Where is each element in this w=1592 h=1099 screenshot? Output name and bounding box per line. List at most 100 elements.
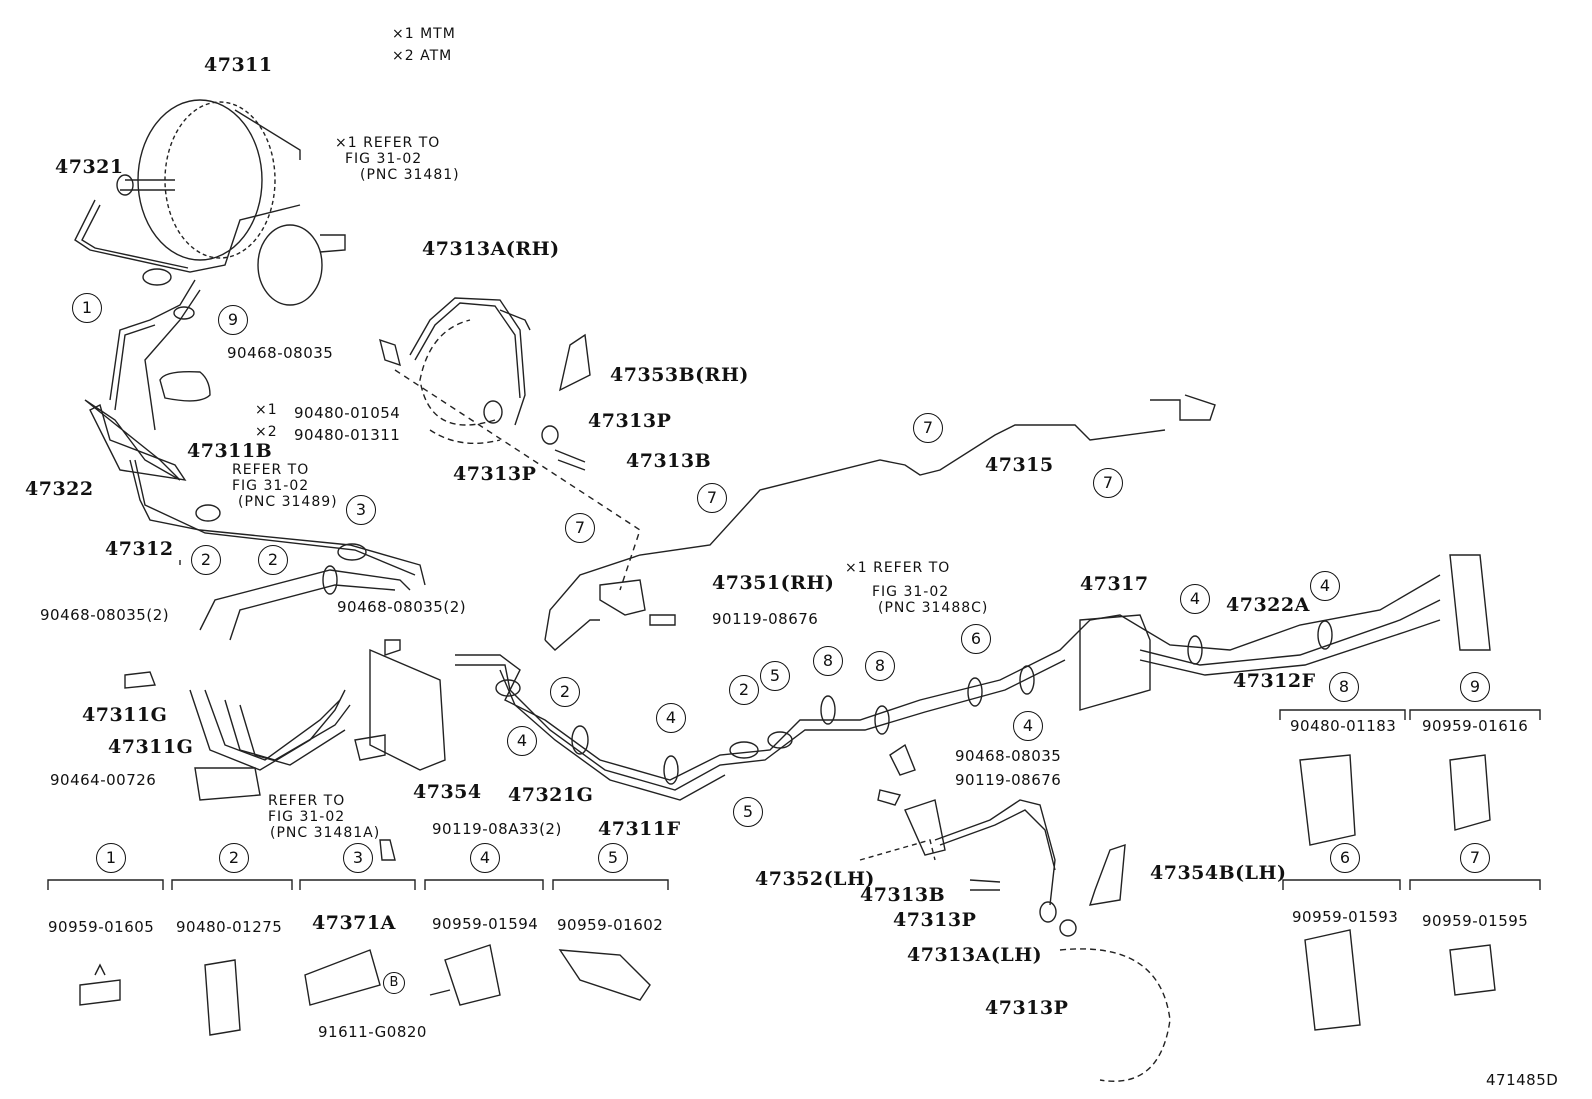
callout-4-c: 4 xyxy=(1013,711,1043,741)
part-47354B-LH: 47354B(LH) xyxy=(1150,862,1287,884)
part-90480-01054: 90480-01054 xyxy=(294,404,401,422)
part-47312: 47312 xyxy=(105,538,174,560)
part-47311F: 47311F xyxy=(598,818,681,840)
callout-2-c: 2 xyxy=(550,677,580,707)
part-47353B-RH: 47353B(RH) xyxy=(610,364,749,386)
callout-7-d: 7 xyxy=(1093,468,1123,498)
callout-6: 6 xyxy=(961,624,991,654)
part-47322: 47322 xyxy=(25,478,94,500)
brake-booster-drawing xyxy=(116,99,346,306)
callout-7-a: 7 xyxy=(565,513,595,543)
part-90959-01595: 90959-01595 xyxy=(1422,912,1529,930)
part-90959-01593: 90959-01593 xyxy=(1292,908,1399,926)
lh-brake-hose xyxy=(859,799,1171,1082)
callout-4-d: 4 xyxy=(1180,584,1210,614)
ref-note-31489-line3: (PNC 31489) xyxy=(238,494,338,510)
callout-4-a: 4 xyxy=(507,726,537,756)
left-brake-lines xyxy=(74,199,426,641)
main-brake-lines xyxy=(455,554,1491,801)
part-90119-08676-rh: 90119-08676 xyxy=(712,610,819,628)
part-90468-08035-2-left: 90468-08035(2) xyxy=(40,606,170,624)
part-47312F: 47312F xyxy=(1233,670,1316,692)
part-47313P-rh-b: 47313P xyxy=(453,463,537,485)
part-47313B-lh: 47313B xyxy=(860,884,946,906)
legend-atm: ×2 ATM xyxy=(392,48,453,64)
clip-drawings xyxy=(79,754,1496,1036)
b-mark: B xyxy=(383,972,405,994)
part-47311: 47311 xyxy=(204,54,273,76)
part-47313P-lh-b: 47313P xyxy=(985,997,1069,1019)
callout-3: 3 xyxy=(346,495,376,525)
callout-2-a: 2 xyxy=(191,545,221,575)
group-1-header: 1 xyxy=(96,843,126,873)
part-91611-G0820: 91611-G0820 xyxy=(318,1023,427,1041)
part-90480-01183: 90480-01183 xyxy=(1290,717,1397,735)
fasteners xyxy=(124,614,916,861)
part-47317: 47317 xyxy=(1080,573,1149,595)
ref-note-31489-line2: FIG 31-02 xyxy=(232,478,310,494)
ref-note-31488c-line2: FIG 31-02 xyxy=(872,584,950,600)
ref-note-31488c-line3: (PNC 31488C) xyxy=(878,600,989,616)
group-4-header: 4 xyxy=(470,843,500,873)
mtm-mark: ×1 xyxy=(255,402,278,418)
group-9-header: 9 xyxy=(1460,672,1490,702)
line-47315 xyxy=(544,394,1216,651)
part-47313B-rh: 47313B xyxy=(626,450,712,472)
ref-note-31481a-line1: REFER TO xyxy=(268,793,346,809)
line-clamps xyxy=(195,504,1333,785)
part-47311G-a: 47311G xyxy=(82,704,168,726)
atm-mark: ×2 xyxy=(255,424,278,440)
part-90464-00726: 90464-00726 xyxy=(50,771,157,789)
part-47351-RH: 47351(RH) xyxy=(712,572,835,594)
callout-7-b: 7 xyxy=(697,483,727,513)
group-6-header: 6 xyxy=(1330,843,1360,873)
callout-4-e: 4 xyxy=(1310,571,1340,601)
callout-2-d: 2 xyxy=(729,675,759,705)
ref-note-31481a-line3: (PNC 31481A) xyxy=(270,825,381,841)
callout-8-a: 8 xyxy=(813,646,843,676)
figure-id: 471485D xyxy=(1486,1071,1559,1089)
part-47313P-lh-a: 47313P xyxy=(893,909,977,931)
legend-mtm: ×1 MTM xyxy=(392,26,456,42)
part-90480-01311: 90480-01311 xyxy=(294,426,401,444)
callout-1-booster: 1 xyxy=(72,293,102,323)
part-47311B: 47311B xyxy=(187,440,273,462)
part-47371A: 47371A xyxy=(312,912,396,934)
group-8-header: 8 xyxy=(1329,672,1359,702)
group-7-header: 7 xyxy=(1460,843,1490,873)
part-47313A-RH: 47313A(RH) xyxy=(422,238,560,260)
part-90959-01602: 90959-01602 xyxy=(557,916,664,934)
ref-note-31488c-line1: ×1 REFER TO xyxy=(845,560,951,576)
part-90119-08A33: 90119-08A33(2) xyxy=(432,820,562,838)
callout-8-b: 8 xyxy=(865,651,895,681)
ref-note-31481a-line2: FIG 31-02 xyxy=(268,809,346,825)
part-47352-LH: 47352(LH) xyxy=(755,868,875,890)
part-47313P-rh-a: 47313P xyxy=(588,410,672,432)
callout-5-a: 5 xyxy=(760,661,790,691)
part-47354: 47354 xyxy=(413,781,482,803)
callout-7-c: 7 xyxy=(913,413,943,443)
callout-9-booster: 9 xyxy=(218,305,248,335)
group-3-header: 3 xyxy=(343,843,373,873)
group-2-header: 2 xyxy=(219,843,249,873)
part-47311G-b: 47311G xyxy=(108,736,194,758)
part-90468-08035-2-mid: 90468-08035(2) xyxy=(337,598,467,616)
callout-4-b: 4 xyxy=(656,703,686,733)
part-47322A: 47322A xyxy=(1226,594,1310,616)
rh-brake-hose xyxy=(379,297,591,471)
callout-group-brackets xyxy=(47,709,1541,890)
part-47315: 47315 xyxy=(985,454,1054,476)
part-47313A-LH: 47313A(LH) xyxy=(907,944,1043,966)
part-90959-01616: 90959-01616 xyxy=(1422,717,1529,735)
ref-note-31481-line3: (PNC 31481) xyxy=(360,167,460,183)
flex-hoses-47311G xyxy=(189,689,351,771)
part-90959-01605: 90959-01605 xyxy=(48,918,155,936)
part-90468-08035-lh: 90468-08035 xyxy=(955,747,1062,765)
part-47321G: 47321G xyxy=(508,784,594,806)
callout-2-b: 2 xyxy=(258,545,288,575)
group-5-header: 5 xyxy=(598,843,628,873)
part-90119-08676-lh: 90119-08676 xyxy=(955,771,1062,789)
callout-5-b: 5 xyxy=(733,797,763,827)
